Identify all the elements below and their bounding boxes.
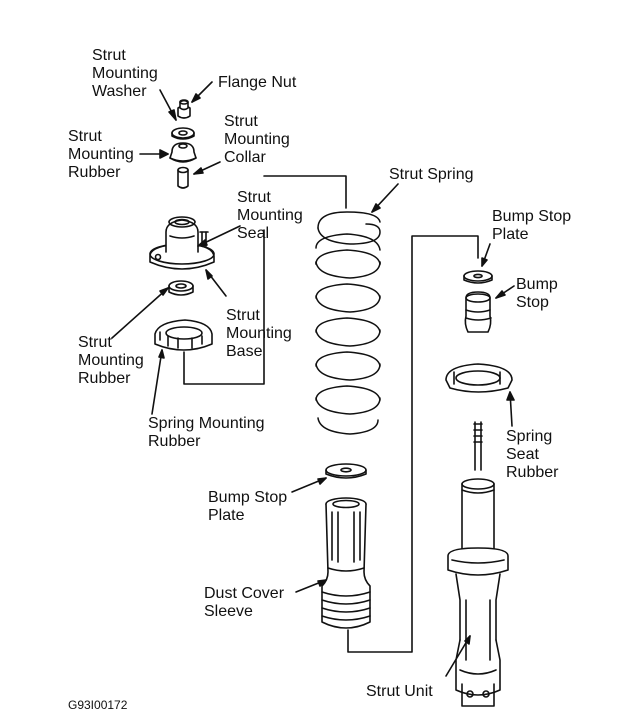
label-strut-mounting-rubber-top: Strut Mounting Rubber — [68, 128, 134, 181]
label-strut-mounting-base: Strut Mounting Base — [226, 307, 292, 360]
spring-mounting-bracket-line — [183, 229, 265, 385]
bump-stop-plate-right-part — [463, 270, 493, 284]
strut-mounting-rubber-top-part — [169, 142, 197, 163]
dust-cover-sleeve-part — [321, 497, 371, 629]
strut-mounting-base-part — [149, 216, 215, 270]
label-spring-mounting-rubber: Spring Mounting Rubber — [148, 415, 265, 450]
label-spring-seat-rubber: Spring Seat Rubber — [506, 428, 559, 481]
label-strut-mounting-seal: Strut Mounting Seal — [237, 189, 303, 242]
label-bump-stop: Bump Stop — [516, 276, 558, 311]
flange-nut-part — [177, 99, 191, 119]
leader-lines — [111, 81, 515, 677]
label-strut-spring: Strut Spring — [389, 166, 474, 183]
label-strut-mounting-rubber-bottom: Strut Mounting Rubber — [78, 334, 144, 387]
bump-stop-part — [464, 291, 492, 333]
label-strut-mounting-washer: Strut Mounting Washer — [92, 47, 158, 100]
label-bump-stop-plate-left: Bump Stop Plate — [208, 489, 288, 524]
strut-mounting-rubber-bottom-part — [168, 280, 194, 296]
bump-stop-plate-left-part — [325, 463, 367, 479]
spring-mounting-rubber-part — [154, 319, 213, 351]
label-strut-unit: Strut Unit — [366, 683, 433, 700]
spring-top-bracket-line — [263, 175, 347, 209]
strut-spring-part — [315, 211, 381, 435]
strut-mounting-collar-part — [177, 166, 189, 189]
spring-seat-rubber-part — [445, 363, 513, 393]
label-bump-stop-plate-right: Bump Stop Plate — [492, 208, 572, 243]
strut-mounting-washer-part — [171, 127, 195, 140]
label-strut-mounting-collar: Strut Mounting Collar — [224, 113, 290, 166]
bump-stop-bracket-line — [347, 235, 479, 653]
label-dust-cover-sleeve: Dust Cover Sleeve — [204, 585, 285, 620]
label-flange-nut: Flange Nut — [218, 74, 297, 91]
figure-code: G93I00172 — [68, 698, 128, 712]
strut-unit-part — [447, 421, 509, 707]
